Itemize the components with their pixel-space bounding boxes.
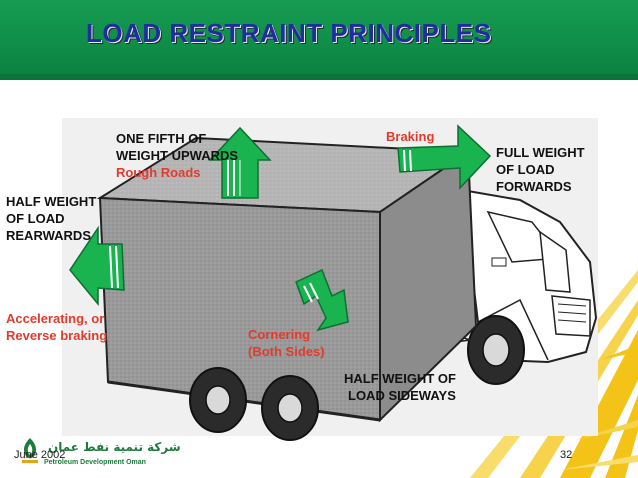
rearward-label: HALF WEIGHT OF LOAD REARWARDS: [6, 193, 96, 244]
company-name-english: Petroleum Development Oman: [44, 459, 146, 466]
forward-label: FULL WEIGHT OF LOAD FORWARDS: [496, 144, 585, 195]
forward-label-line1: FULL WEIGHT: [496, 145, 585, 160]
rough-roads-label: Rough Roads: [116, 165, 201, 180]
rear-wheels: [189, 367, 319, 441]
rearward-label-line3: REARWARDS: [6, 228, 91, 243]
sideways-label-line2: LOAD SIDEWAYS: [348, 388, 456, 403]
accelerating-label: Accelerating, or Reverse braking: [6, 310, 107, 344]
sideways-label-line1: HALF WEIGHT OF: [344, 371, 456, 386]
front-wheel: [467, 315, 525, 385]
rearward-label-line1: HALF WEIGHT: [6, 194, 97, 209]
accelerating-label-line1: Accelerating, or: [6, 311, 105, 326]
upward-label-line1: ONE FIFTH OF: [116, 131, 207, 146]
arrow-left-icon: [69, 225, 125, 307]
forward-label-line3: FORWARDS: [496, 179, 572, 194]
arrow-down-right-icon: [295, 268, 349, 332]
arrow-up-icon: [208, 126, 272, 199]
sideways-label: HALF WEIGHT OF LOAD SIDEWAYS: [344, 370, 456, 404]
cornering-label-line1: Cornering: [248, 327, 311, 342]
forward-label-line2: OF LOAD: [496, 162, 555, 177]
header-band: [0, 0, 638, 80]
cargo-box: [96, 136, 478, 423]
company-name-arabic: شركة تنمية نفط عمان: [48, 440, 181, 454]
cornering-label-line2: (Both Sides): [248, 344, 325, 359]
page-number: 32: [560, 449, 573, 461]
braking-label: Braking: [386, 129, 435, 144]
slide-title: LOAD RESTRAINT PRINCIPLES: [86, 18, 492, 48]
rearward-label-line2: OF LOAD: [6, 211, 65, 226]
slide-date: June 2002: [14, 449, 66, 461]
upward-label: ONE FIFTH OF WEIGHT UPWARDS Rough Roads: [116, 130, 238, 181]
arrow-right-icon: [397, 124, 492, 190]
pdo-logo-icon: [22, 438, 38, 463]
upward-label-line2: WEIGHT UPWARDS: [116, 148, 239, 163]
cornering-label: Cornering (Both Sides): [248, 326, 325, 360]
accelerating-label-line2: Reverse braking: [6, 328, 108, 343]
